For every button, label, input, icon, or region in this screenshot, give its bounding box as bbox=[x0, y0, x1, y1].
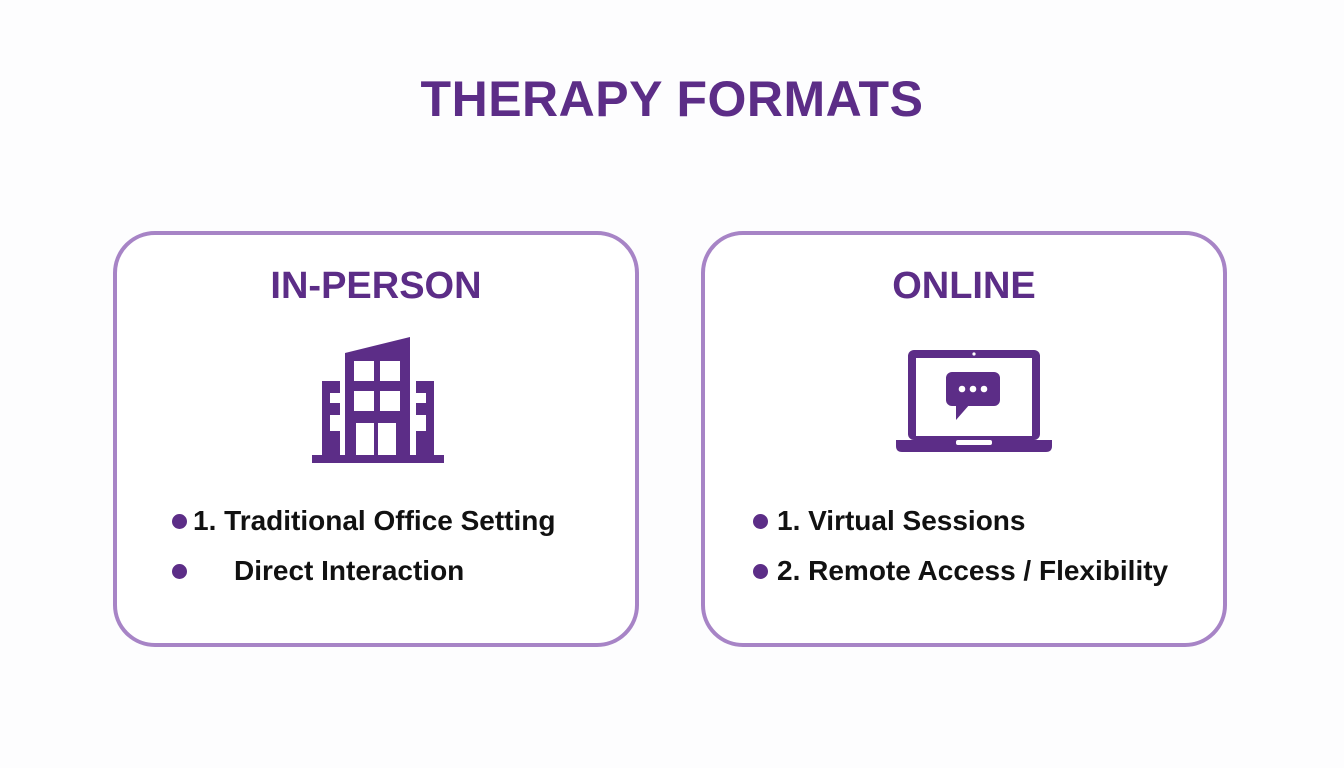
bullet-icon bbox=[753, 563, 768, 579]
list-item: 1. Virtual Sessions bbox=[753, 505, 1026, 537]
page-title: THERAPY FORMATS bbox=[420, 71, 924, 127]
laptop-chat-icon bbox=[896, 350, 1052, 452]
in-person-heading: IN-PERSON bbox=[270, 265, 482, 307]
list-item: Direct Interaction bbox=[172, 555, 464, 587]
list-item: 2. Remote Access / Flexibility bbox=[753, 555, 1168, 587]
office-building-icon bbox=[312, 337, 444, 463]
bullet-icon bbox=[172, 513, 187, 529]
list-item: 1. Traditional Office Setting bbox=[172, 505, 556, 537]
online-heading: ONLINE bbox=[892, 265, 1036, 307]
online-card: ONLINE 1. Virtual Sessions 2. Remote Acc… bbox=[701, 231, 1227, 647]
bullet-icon bbox=[172, 563, 187, 579]
in-person-card: IN-PERSON 1. Traditional Office Setting … bbox=[113, 231, 639, 647]
bullet-icon bbox=[753, 513, 768, 529]
